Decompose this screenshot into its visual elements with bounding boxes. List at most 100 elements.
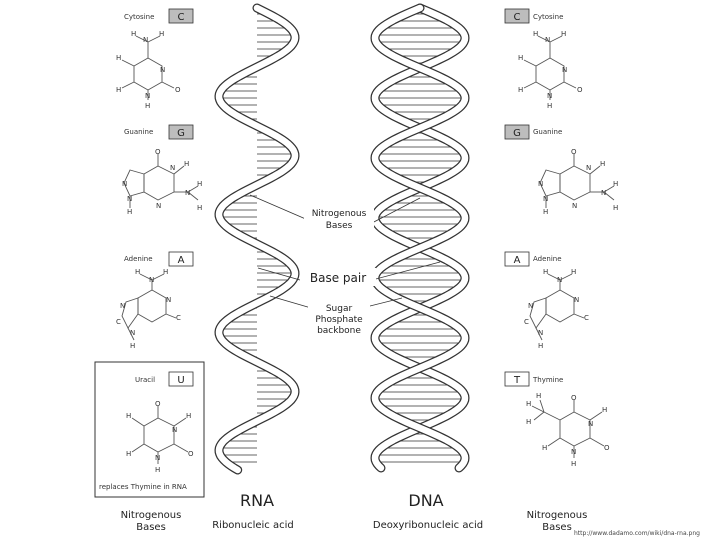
right-thymine-label: Thymine xyxy=(532,376,563,384)
svg-text:H: H xyxy=(186,412,191,420)
svg-text:H: H xyxy=(547,102,552,110)
left-guanine-label: Guanine xyxy=(124,128,153,136)
svg-text:C: C xyxy=(116,318,121,326)
svg-text:H: H xyxy=(518,86,523,94)
svg-text:N: N xyxy=(170,164,175,172)
svg-text:N: N xyxy=(571,448,576,456)
right-cytosine-label: Cytosine xyxy=(533,13,563,21)
svg-text:H: H xyxy=(116,54,121,62)
svg-text:N: N xyxy=(545,36,550,44)
svg-text:O: O xyxy=(175,86,181,94)
svg-text:H: H xyxy=(197,180,202,188)
right-guanine-label: Guanine xyxy=(533,128,562,136)
svg-text:N: N xyxy=(185,189,190,197)
nitrogenous-label-2: Bases xyxy=(326,221,353,231)
left-cytosine-panel: Cytosine C N H H N O N H H H xyxy=(116,8,194,110)
svg-text:H: H xyxy=(163,268,168,276)
bottom-right-bases-1: Nitrogenous xyxy=(527,510,588,521)
rna-subtitle: Ribonucleic acid xyxy=(212,520,294,531)
sugar-label-2: Phosphate xyxy=(315,315,363,325)
svg-text:N: N xyxy=(557,276,562,284)
left-guanine-panel: Guanine G O N H N H H N N H N xyxy=(122,124,202,216)
nitrogenous-label-1: Nitrogenous xyxy=(312,209,367,219)
left-uracil-label: Uracil xyxy=(135,376,155,384)
svg-text:H: H xyxy=(155,466,160,474)
cytosine-structure-right: N H H N O N H H H xyxy=(518,30,583,110)
backbone-strand-2-fill xyxy=(371,4,469,472)
svg-text:C: C xyxy=(176,314,181,322)
left-uracil-panel: Uracil U O N H O N H H H replaces Thymin… xyxy=(94,361,205,498)
left-guanine-box xyxy=(168,124,194,140)
right-thymine-box xyxy=(504,371,530,387)
svg-text:N: N xyxy=(120,302,125,310)
rna-helix xyxy=(214,3,300,475)
nitrogenous-bg xyxy=(304,205,374,231)
rna-title: RNA xyxy=(240,491,274,510)
left-adenine-label: Adenine xyxy=(124,255,153,263)
sugar-label-3: backbone xyxy=(317,326,361,336)
right-adenine-letter: A xyxy=(514,255,521,266)
svg-text:O: O xyxy=(604,444,610,452)
right-cytosine-letter: C xyxy=(514,12,521,23)
helix-graphics xyxy=(214,3,470,475)
svg-text:H: H xyxy=(518,54,523,62)
svg-text:H: H xyxy=(526,418,531,426)
svg-text:N: N xyxy=(160,66,165,74)
right-thymine-panel: T Thymine O N H O N H H H H H xyxy=(504,371,610,468)
svg-text:H: H xyxy=(533,30,538,38)
svg-text:N: N xyxy=(538,329,543,337)
svg-text:H: H xyxy=(571,268,576,276)
svg-text:H: H xyxy=(145,102,150,110)
backbone-strand-1-fill xyxy=(215,4,299,474)
guanine-structure-right: O N H N H H N N H N xyxy=(538,148,618,216)
svg-text:C: C xyxy=(524,318,529,326)
bottom-left-bases-2: Bases xyxy=(136,522,166,533)
svg-text:N: N xyxy=(601,189,606,197)
svg-text:H: H xyxy=(538,342,543,350)
dna-subtitle: Deoxyribonucleic acid xyxy=(373,520,483,531)
svg-text:N: N xyxy=(155,454,160,462)
left-uracil-letter: U xyxy=(177,375,184,386)
svg-text:O: O xyxy=(155,148,161,156)
svg-text:N: N xyxy=(588,420,593,428)
uracil-frame xyxy=(94,361,205,498)
adenine-structure-right: N H H N C N C N H xyxy=(524,268,589,350)
left-cytosine-box xyxy=(168,8,194,24)
svg-text:N: N xyxy=(156,202,161,210)
svg-text:H: H xyxy=(131,30,136,38)
source-url: http://www.dadamo.com/wiki/dna-rna.png xyxy=(574,530,700,537)
svg-text:O: O xyxy=(571,148,577,156)
left-cytosine-label: Cytosine xyxy=(124,13,154,21)
svg-text:N: N xyxy=(543,195,548,203)
svg-text:H: H xyxy=(600,160,605,168)
backbone-strand-1-fill xyxy=(371,4,469,472)
sugar-label-1: Sugar xyxy=(326,304,353,314)
svg-text:H: H xyxy=(135,268,140,276)
right-cytosine-box xyxy=(504,8,530,24)
svg-text:N: N xyxy=(145,92,150,100)
right-adenine-panel: A Adenine N H H N C N C N H xyxy=(504,251,589,350)
svg-text:H: H xyxy=(126,450,131,458)
right-guanine-letter: G xyxy=(513,128,521,139)
svg-text:H: H xyxy=(526,400,531,408)
svg-text:N: N xyxy=(586,164,591,172)
svg-text:H: H xyxy=(613,204,618,212)
svg-text:H: H xyxy=(130,342,135,350)
svg-text:H: H xyxy=(126,412,131,420)
svg-text:N: N xyxy=(122,180,127,188)
svg-text:O: O xyxy=(188,450,194,458)
right-cytosine-panel: C Cytosine N H H N O N H H H xyxy=(504,8,583,110)
svg-text:N: N xyxy=(143,36,148,44)
svg-text:N: N xyxy=(166,296,171,304)
svg-text:H: H xyxy=(561,30,566,38)
svg-text:H: H xyxy=(536,392,541,400)
svg-text:O: O xyxy=(571,394,577,402)
bottom-left-bases-1: Nitrogenous xyxy=(121,510,182,521)
guanine-structure-left: O N H N H H N N H N xyxy=(122,148,202,216)
svg-text:N: N xyxy=(149,276,154,284)
cytosine-structure-left: N H H N O N H H H xyxy=(116,30,181,110)
svg-text:C: C xyxy=(584,314,589,322)
svg-text:H: H xyxy=(116,86,121,94)
svg-text:N: N xyxy=(572,202,577,210)
